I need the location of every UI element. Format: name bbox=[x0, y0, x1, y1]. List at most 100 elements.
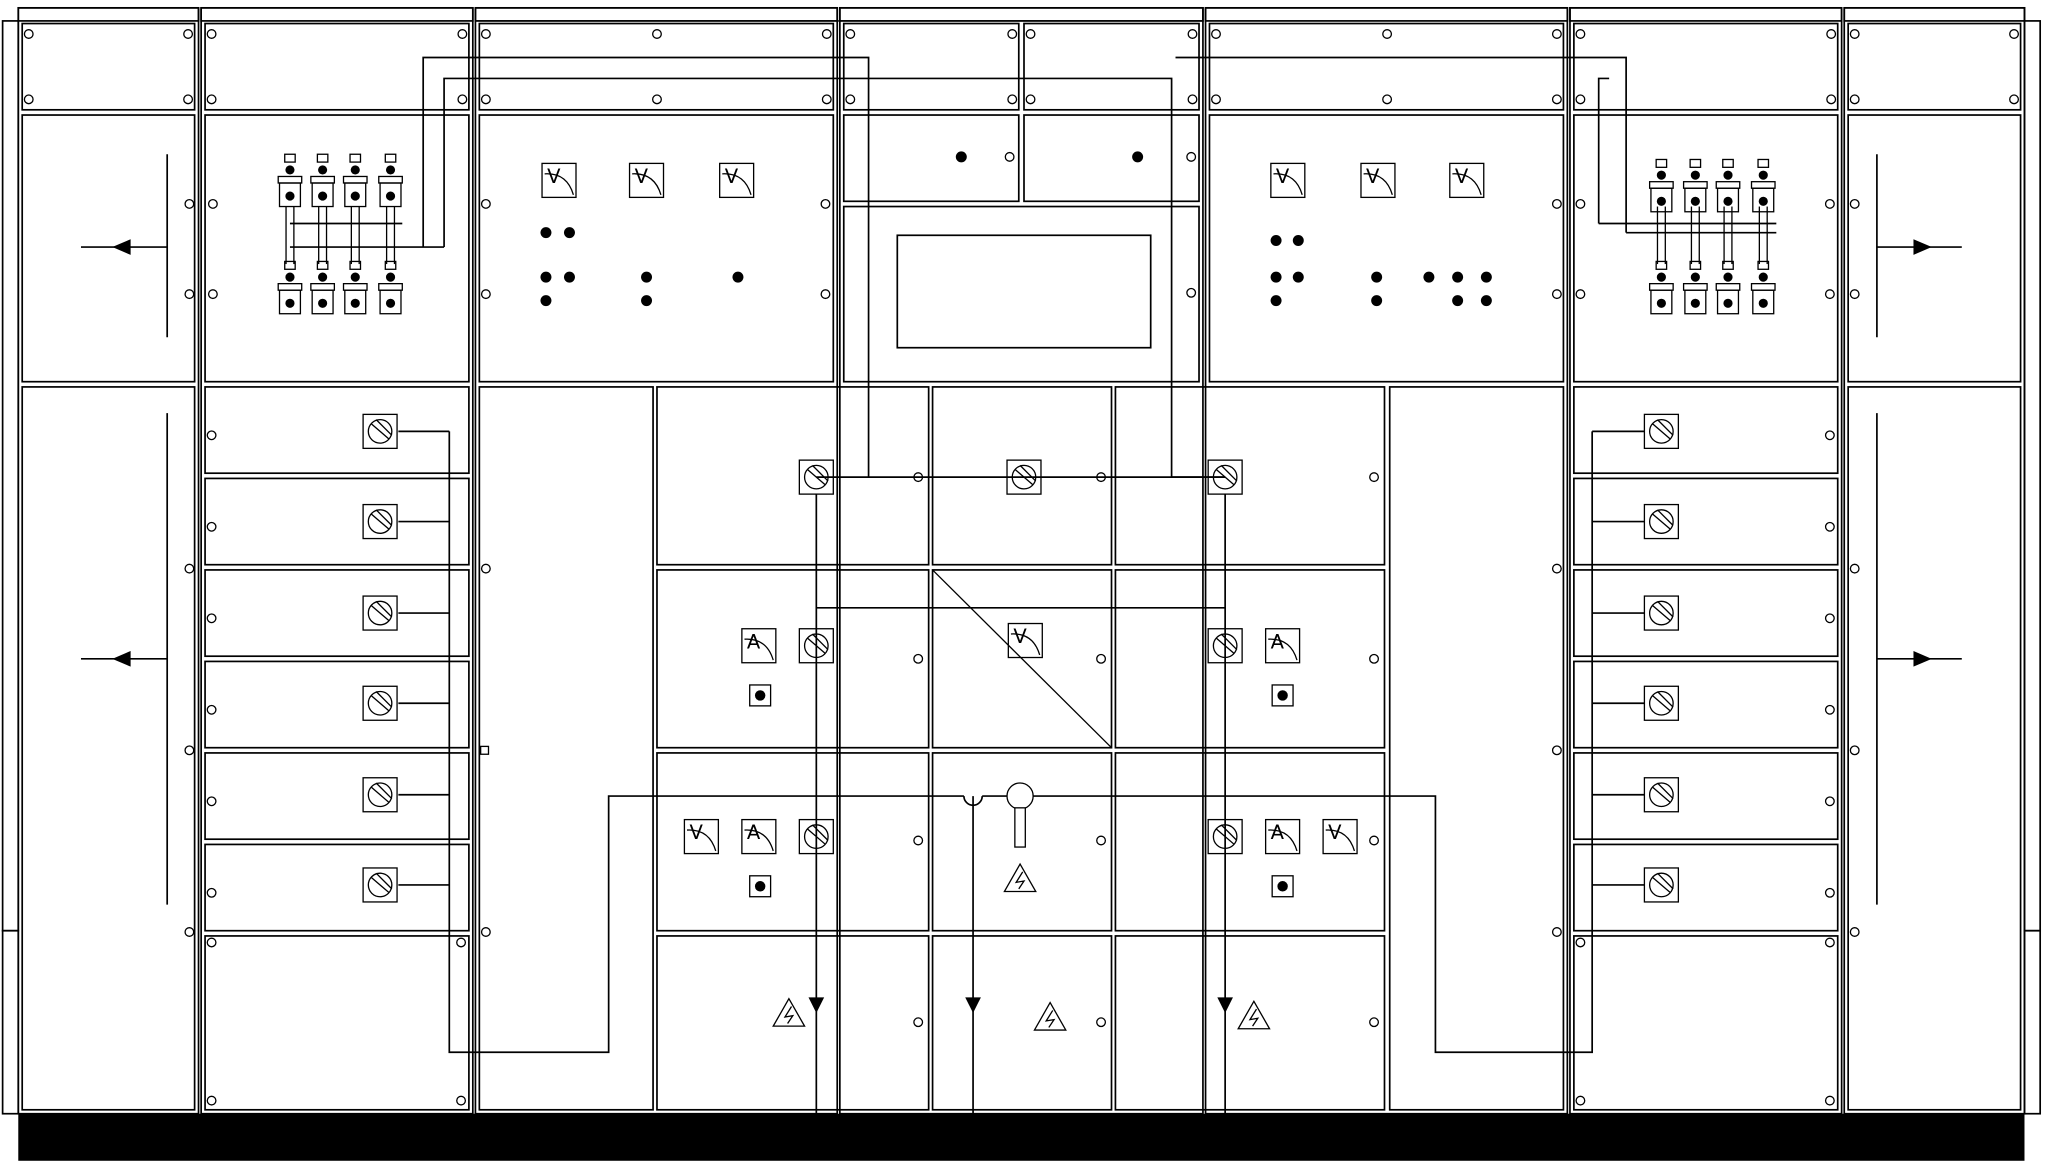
cabinet-top-rail bbox=[1569, 6, 1843, 22]
warning-triangle bbox=[1033, 1001, 1067, 1031]
fuse-body bbox=[344, 182, 367, 208]
mounting-hole bbox=[1575, 937, 1586, 948]
control-panel bbox=[656, 752, 930, 932]
mounting-hole bbox=[457, 29, 468, 39]
switch-pointer bbox=[1651, 604, 1671, 622]
cabinet-top-rail bbox=[200, 6, 474, 22]
mounting-hole bbox=[1551, 94, 1562, 105]
terminal-indicator bbox=[1690, 272, 1700, 282]
cabinet-outlines bbox=[1, 6, 2042, 1115]
meter-letter: A bbox=[747, 630, 761, 653]
rotary-switch-icon bbox=[362, 777, 398, 813]
voltmeter-icon: V bbox=[719, 162, 755, 199]
fuse-knob bbox=[1723, 196, 1733, 206]
incoming-panel-left bbox=[21, 386, 196, 1111]
push-button-icon bbox=[749, 875, 772, 898]
terminal-indicator bbox=[318, 165, 328, 175]
pilot-lamp-icon bbox=[1452, 295, 1464, 307]
mounting-hole bbox=[1096, 835, 1107, 846]
lightning-bolt bbox=[1014, 871, 1026, 890]
meter-frame bbox=[1360, 162, 1396, 199]
mounting-hole bbox=[913, 1017, 924, 1028]
rotary-switch-icon bbox=[1643, 595, 1680, 631]
feeder-drawer bbox=[204, 935, 470, 1111]
busbar-arrow-icon bbox=[965, 997, 981, 1014]
switch-pointer bbox=[1215, 637, 1235, 655]
fuse-knob bbox=[1656, 298, 1666, 308]
terminal-label bbox=[284, 153, 296, 163]
terminal-fuse-icon bbox=[1750, 158, 1776, 213]
busbar-arrow-icon bbox=[1913, 650, 1932, 667]
fuse-knob bbox=[1690, 298, 1700, 308]
instrument-panel bbox=[1847, 114, 2022, 383]
terminal-plate bbox=[1715, 181, 1741, 189]
switch-pointer bbox=[1651, 876, 1671, 894]
mounting-hole bbox=[1382, 29, 1393, 39]
terminal-plate bbox=[1648, 181, 1674, 189]
mounting-hole bbox=[184, 745, 195, 756]
meter-frame bbox=[628, 162, 665, 199]
mounting-hole bbox=[1382, 94, 1393, 105]
switch-frame bbox=[362, 777, 398, 813]
fuse-body bbox=[379, 182, 402, 208]
meter-letter: V bbox=[1276, 165, 1290, 188]
switch-grip bbox=[811, 633, 829, 651]
switch-pointer bbox=[370, 694, 390, 712]
terminal-fuse-icon bbox=[342, 260, 368, 315]
terminal-fuse-icon bbox=[1648, 260, 1674, 315]
mounting-hole bbox=[1187, 29, 1198, 39]
switch-grip bbox=[811, 824, 829, 841]
ammeter-icon: A bbox=[1264, 818, 1301, 855]
mounting-hole bbox=[207, 198, 218, 209]
switch-frame bbox=[1643, 685, 1680, 721]
switch-frame bbox=[798, 628, 834, 664]
terminal-label bbox=[1757, 158, 1770, 168]
control-wire bbox=[1175, 56, 1627, 233]
switch-knob bbox=[1648, 690, 1674, 716]
meter-frame bbox=[1322, 818, 1358, 855]
meter-scale-arc bbox=[1452, 173, 1482, 195]
switch-pointer bbox=[1651, 513, 1671, 530]
mounting-hole bbox=[820, 198, 831, 209]
meter-frame bbox=[683, 818, 720, 855]
button-frame bbox=[749, 684, 772, 707]
switch-frame bbox=[1643, 777, 1680, 813]
mounting-hole bbox=[1211, 29, 1221, 39]
mounting-hole bbox=[1551, 289, 1562, 300]
switch-pointer bbox=[806, 637, 826, 655]
instrument-panel bbox=[1573, 114, 1839, 383]
push-button-icon bbox=[1271, 684, 1294, 707]
terminal-indicator bbox=[1656, 170, 1666, 180]
feeder-drawer bbox=[1573, 477, 1839, 566]
terminal-fuse-icon bbox=[1682, 158, 1708, 213]
mounting-hole bbox=[1826, 29, 1837, 39]
mounting-hole bbox=[1575, 289, 1586, 300]
rotary-switch-icon bbox=[362, 867, 398, 903]
voltmeter-icon: V bbox=[1270, 162, 1306, 199]
terminal-label bbox=[1655, 260, 1668, 270]
pilot-lamp-icon bbox=[1270, 271, 1282, 283]
fuse-knob bbox=[1723, 298, 1733, 308]
mounting-hole bbox=[456, 1095, 467, 1106]
switch-grip bbox=[375, 419, 393, 436]
switch-grip bbox=[375, 600, 393, 618]
terminal-fuse-icon bbox=[1715, 260, 1741, 315]
pilot-lamp-icon bbox=[1371, 271, 1383, 283]
feeder-drawer bbox=[1573, 386, 1839, 475]
wire-crossover bbox=[963, 795, 984, 807]
fuse-body bbox=[344, 289, 367, 315]
cabinet-frame bbox=[1569, 6, 1843, 1115]
terminal-fuse-icon bbox=[378, 153, 403, 208]
rotary-switch-icon bbox=[798, 818, 834, 855]
terminal-fuse-icon bbox=[310, 153, 336, 208]
mounting-hole bbox=[23, 94, 34, 105]
cabinet-top-rail bbox=[1204, 6, 1569, 22]
mounting-hole bbox=[1025, 94, 1036, 105]
mounting-hole bbox=[821, 94, 832, 105]
terminal-label bbox=[384, 153, 397, 163]
panel-outlines bbox=[21, 22, 2022, 1111]
switch-grip bbox=[1220, 464, 1238, 482]
cabinet-frame bbox=[1204, 6, 1569, 1115]
mounting-hole bbox=[184, 289, 195, 300]
